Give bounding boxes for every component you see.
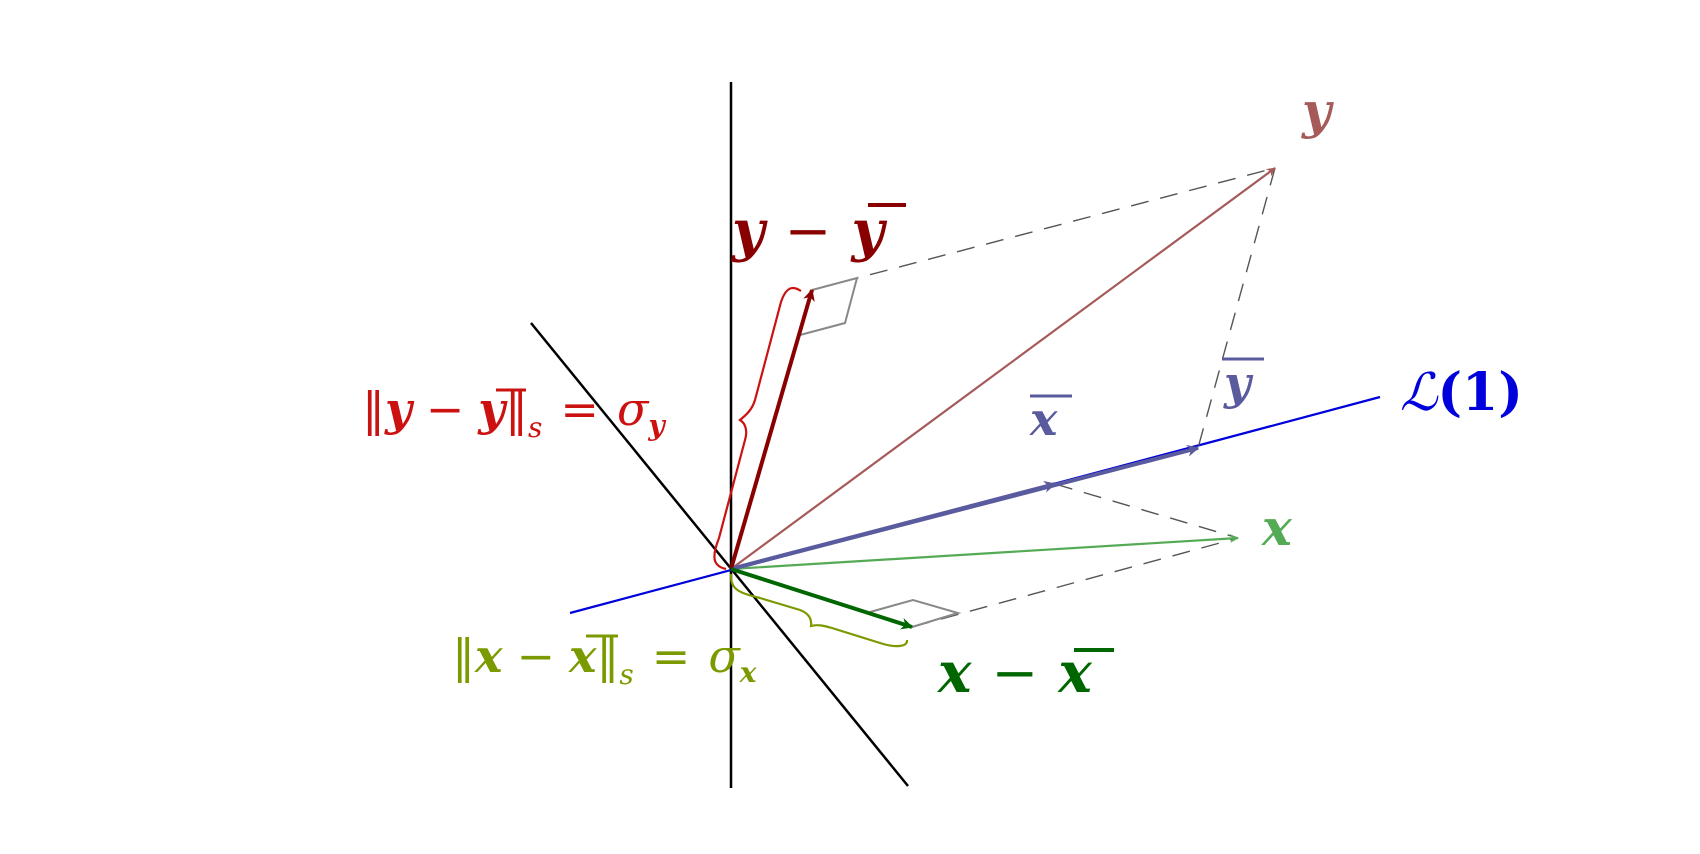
y-norm-close: ‖ xyxy=(505,382,528,436)
y-dev-op: − xyxy=(785,199,832,264)
y-dev-b: y xyxy=(849,198,887,264)
x-norm-eq: = xyxy=(652,629,691,683)
x-norm-open: ‖ xyxy=(452,629,475,683)
vector-x-dev xyxy=(730,567,914,630)
diagonal-axis xyxy=(530,322,909,787)
dashed-ydev-to-y xyxy=(811,167,1276,291)
dashed-xbar-to-x xyxy=(1054,483,1239,539)
x-norm-op: − xyxy=(516,629,555,683)
vector-y-dev xyxy=(729,288,815,570)
y-norm-a: y xyxy=(384,382,415,436)
label-x-dev: x−x xyxy=(937,640,1092,706)
label-ybar: y xyxy=(1223,356,1254,410)
label-y-norm: ‖y−y‖s=σy xyxy=(362,382,666,444)
x-norm-b: x xyxy=(568,629,597,683)
x-norm-sigma: σ xyxy=(708,629,741,683)
x-dev-a: x xyxy=(937,640,972,706)
label-y: y xyxy=(1301,81,1334,140)
x-norm-a: x xyxy=(474,629,503,683)
brace-y-dev xyxy=(713,286,802,571)
y-norm-eq: = xyxy=(560,382,599,436)
y-dev-a: y xyxy=(730,198,768,264)
right-angle-marker-y xyxy=(799,276,859,336)
x-norm-sub: s xyxy=(619,658,633,691)
label-xbar: x xyxy=(1029,392,1058,446)
y-norm-sigma: σ xyxy=(617,382,650,436)
span-script: ℒ xyxy=(1400,363,1439,423)
vector-xbar xyxy=(730,480,1057,571)
y-norm-open: ‖ xyxy=(362,382,385,436)
dashed-y-to-ybar xyxy=(1197,167,1276,449)
y-norm-sub: s xyxy=(528,411,542,444)
label-x: x xyxy=(1261,498,1293,557)
brace-x-dev xyxy=(729,573,909,648)
x-norm-close: ‖ xyxy=(596,629,619,683)
x-dev-op: − xyxy=(991,641,1038,706)
vector-y xyxy=(730,167,1276,570)
y-norm-sigma-sub: y xyxy=(647,409,666,442)
right-angle-marker-x xyxy=(869,598,962,628)
label-y-dev: y−y xyxy=(730,198,887,264)
label-span: ℒ(1) xyxy=(1400,362,1523,423)
y-norm-op: − xyxy=(426,382,465,436)
label-x-norm: ‖x−x‖s=σx xyxy=(452,629,757,691)
span-arg: (1) xyxy=(1437,362,1522,423)
x-norm-sigma-sub: x xyxy=(739,656,757,689)
vector-x xyxy=(730,534,1239,571)
dashed-xdev-to-x xyxy=(911,537,1239,628)
